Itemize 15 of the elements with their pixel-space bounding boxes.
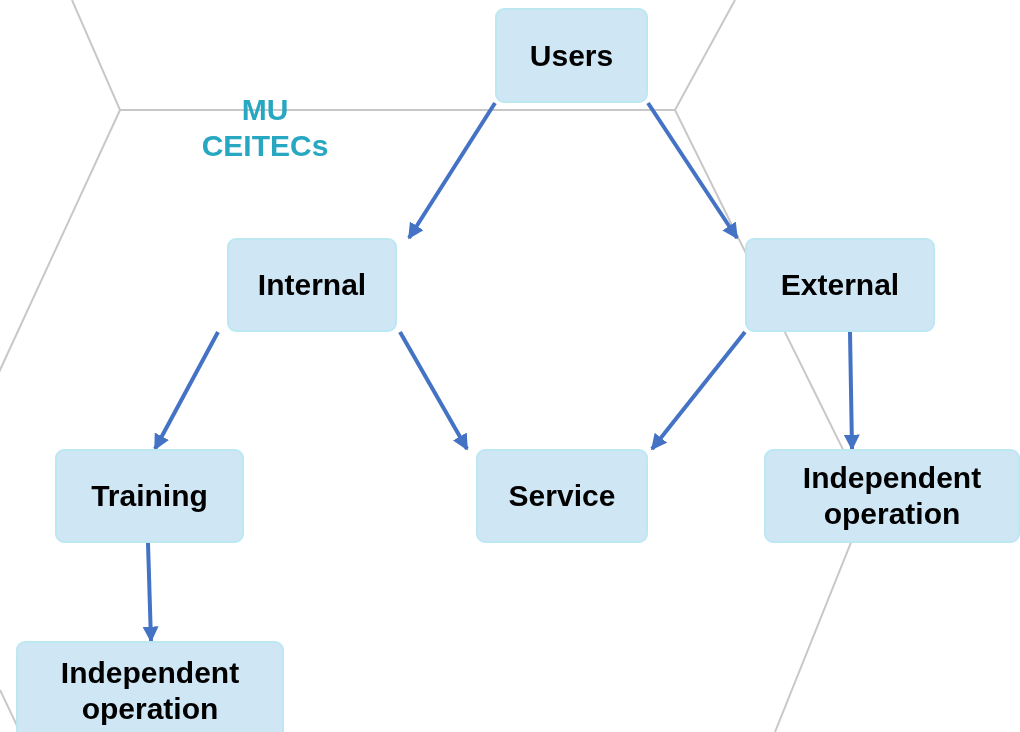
arrow	[142, 542, 159, 643]
arrow	[843, 331, 860, 451]
process-box: Independent operation	[16, 641, 284, 732]
group-label: MU CEITECs	[200, 92, 330, 164]
arrow	[398, 331, 469, 451]
arrow	[407, 101, 497, 240]
process-box: Independent operation	[764, 449, 1020, 543]
arrow	[153, 331, 220, 451]
process-box: Internal	[227, 238, 397, 332]
arrow	[646, 101, 739, 240]
arrow	[650, 330, 747, 451]
process-box: External	[745, 238, 935, 332]
process-box: Users	[495, 8, 648, 103]
process-box: Training	[55, 449, 244, 543]
process-box: Service	[476, 449, 648, 543]
